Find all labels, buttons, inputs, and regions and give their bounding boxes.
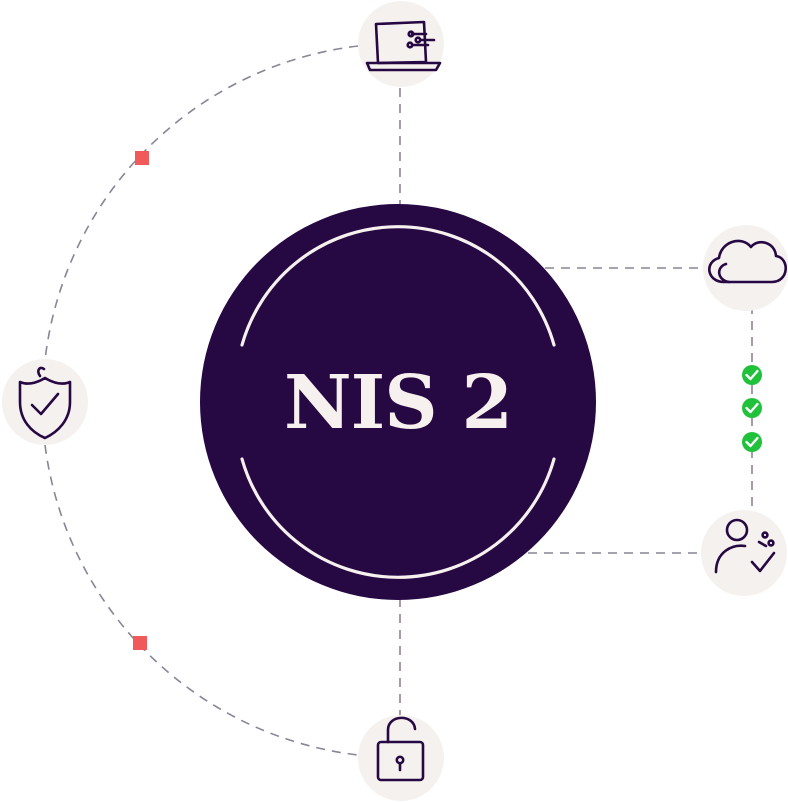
check-circle-icon [742,432,762,452]
laptop-icon [365,20,442,72]
node-user-check[interactable] [701,510,787,596]
node-cloud[interactable] [703,225,788,311]
cloud-icon [708,239,787,284]
left-arc-connector-bottom [44,444,359,756]
inner-arc-bottom [240,457,556,579]
shield-check-icon [18,366,72,440]
status-checks [742,365,762,452]
node-laptop[interactable] [358,1,444,87]
red-square-marker [133,636,147,650]
user-check-icon [714,518,776,574]
node-shield[interactable] [2,359,88,445]
red-square-marker [135,151,149,165]
markers [133,151,149,650]
center-title: NIS 2 [284,360,512,446]
check-circle-icon [742,365,762,385]
node-padlock[interactable] [358,715,444,801]
check-circle-icon [742,398,762,418]
unlocked-padlock-icon [376,716,425,782]
inner-arc-top [240,225,556,347]
left-arc-connector-top [44,45,359,361]
center-circle [200,204,596,600]
center-hub: NIS 2 [200,204,596,600]
